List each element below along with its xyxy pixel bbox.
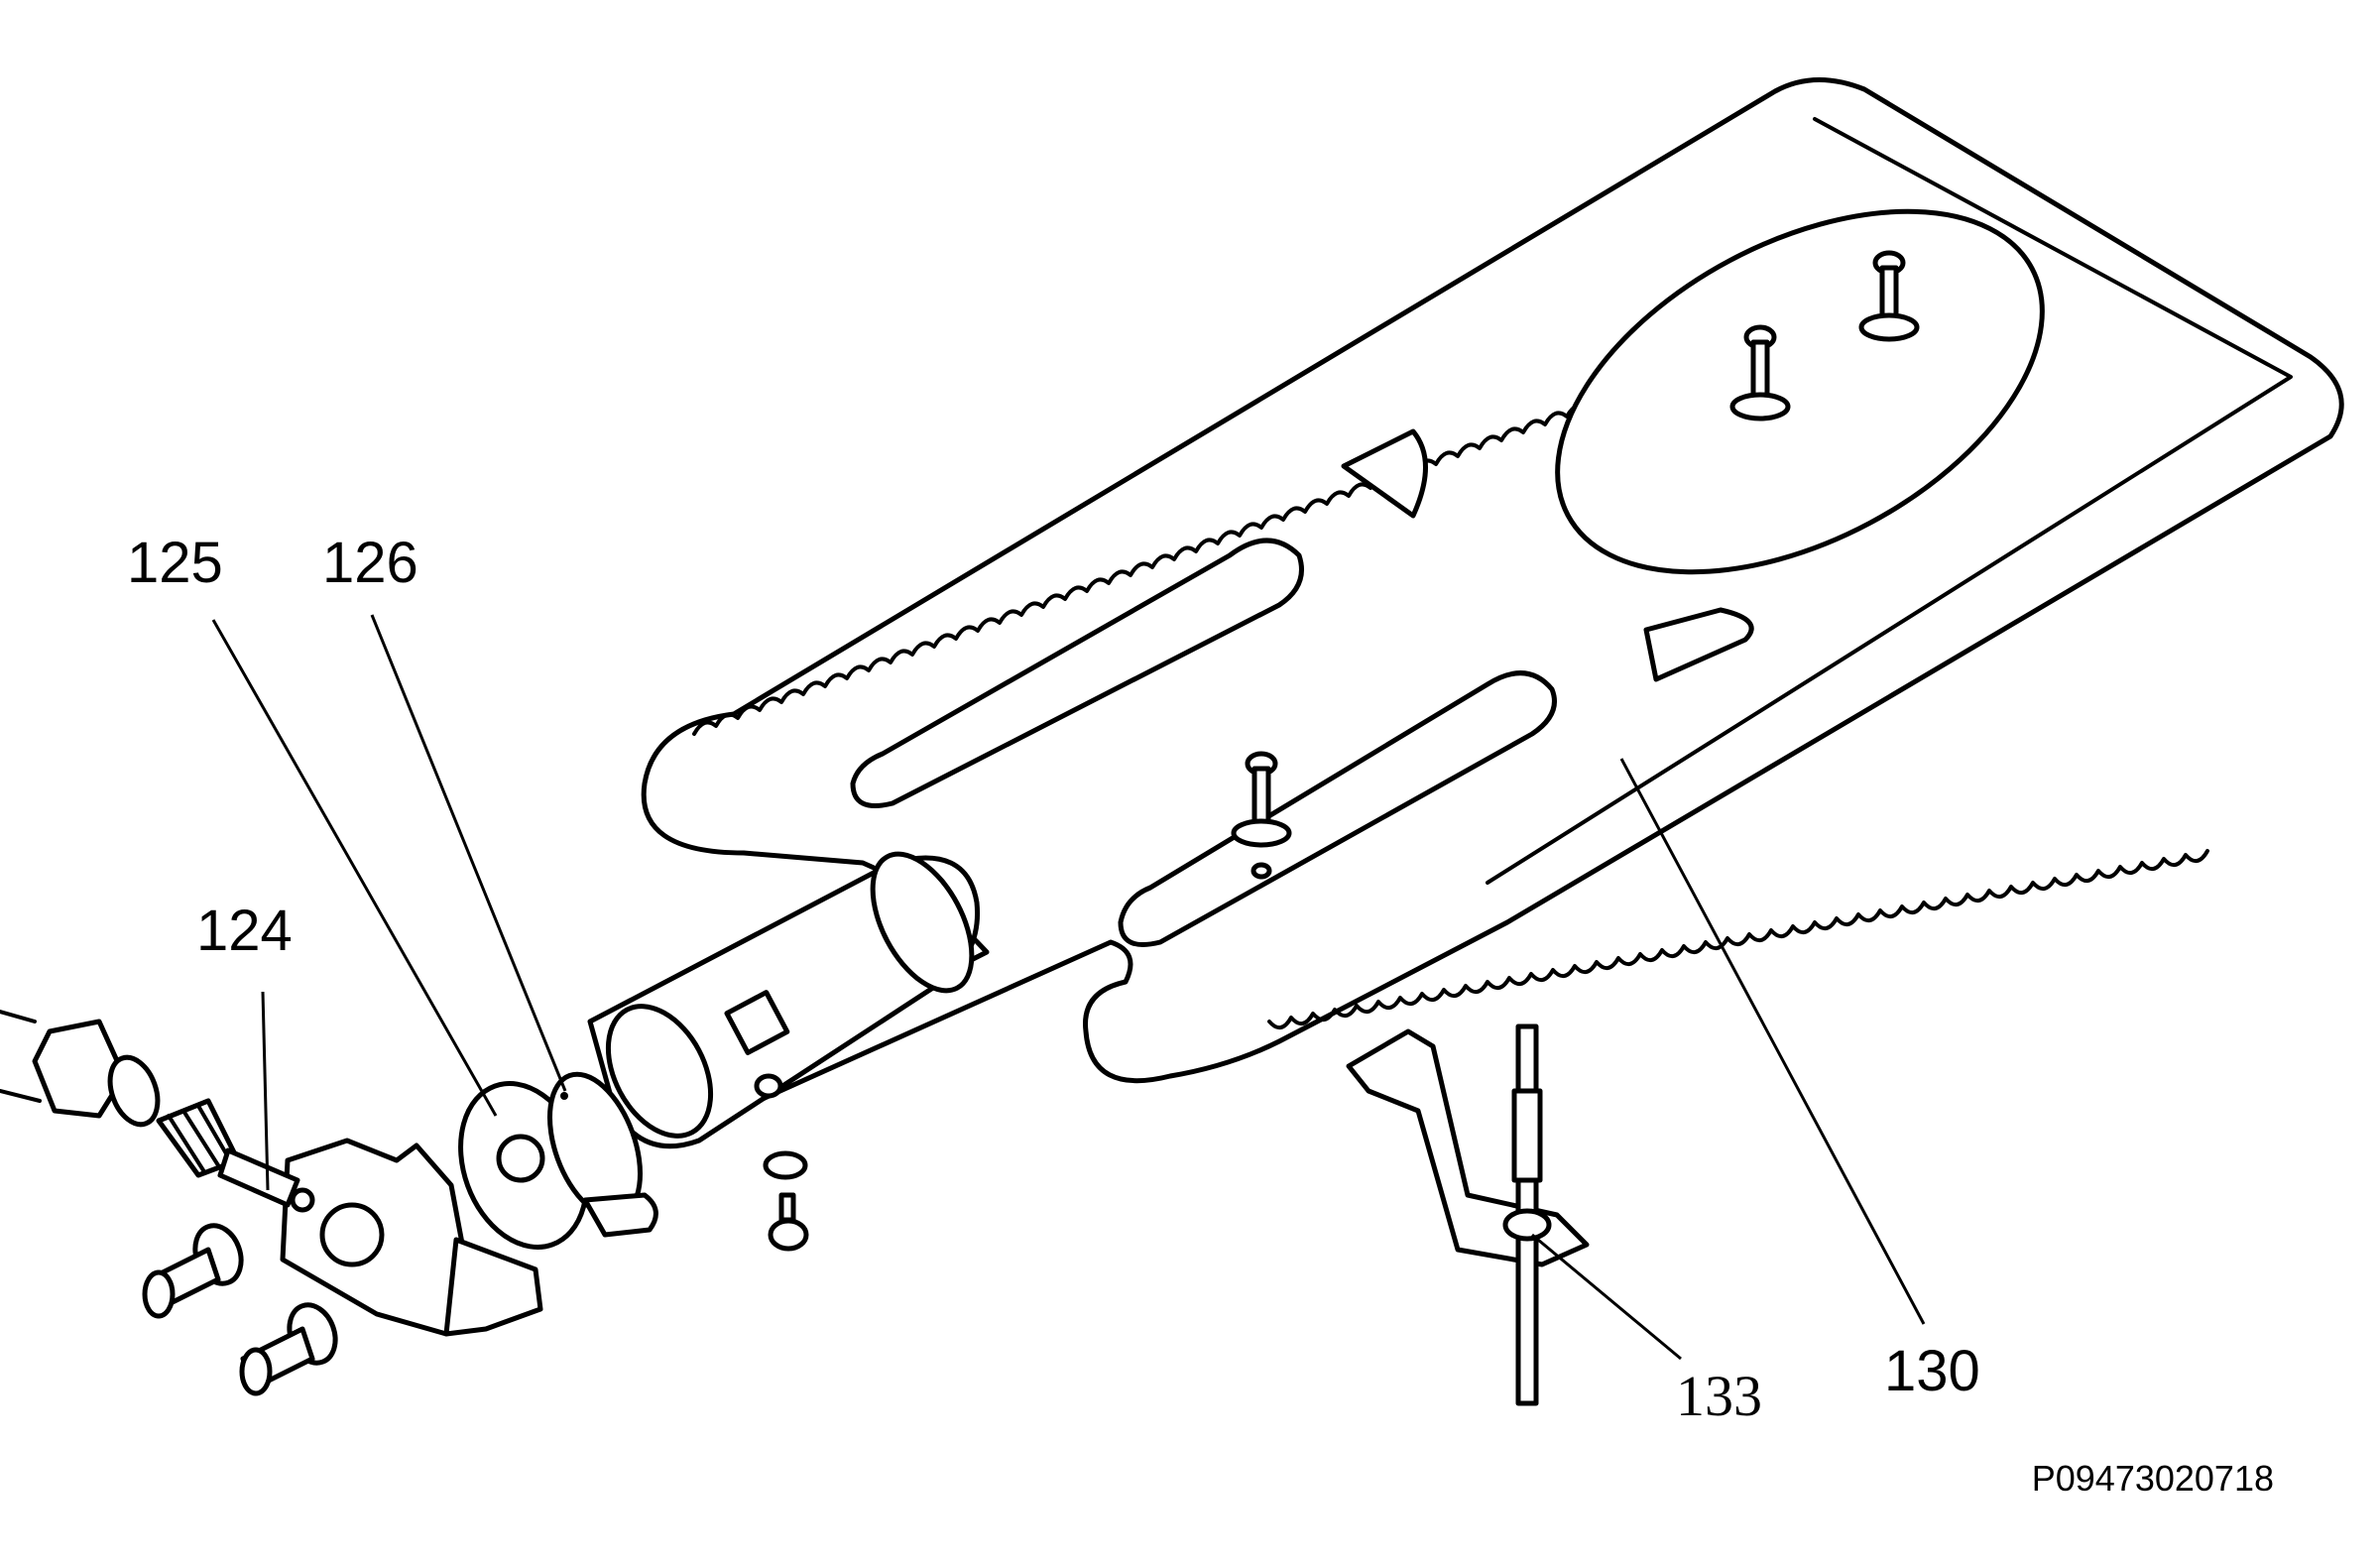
leader-124	[261, 991, 270, 1191]
mounting-screw	[142, 1223, 244, 1319]
callout-130: 130	[1884, 1339, 1980, 1403]
leader-lines	[211, 614, 1926, 1361]
plate-screw	[1858, 250, 1920, 342]
mounting-screw	[239, 1302, 338, 1396]
document-number: P09473020718	[2032, 1458, 2274, 1499]
electrode-bracket	[1346, 1023, 1590, 1406]
callout-125: 125	[127, 531, 223, 595]
leader-133	[1531, 1233, 1682, 1361]
leader-130	[1619, 758, 1926, 1325]
callout-126: 126	[322, 531, 418, 595]
small-screw	[763, 1150, 809, 1252]
plate-screw	[1231, 751, 1292, 880]
nozzle-bracket	[0, 1010, 543, 1337]
burner-plate	[587, 77, 2344, 1149]
leader-125	[211, 619, 498, 1117]
callout-133: 133	[1676, 1364, 1762, 1428]
plate-screw	[1729, 324, 1791, 421]
callout-124: 124	[196, 899, 293, 963]
injector-holder	[458, 1071, 658, 1250]
leader-126	[370, 614, 567, 1092]
